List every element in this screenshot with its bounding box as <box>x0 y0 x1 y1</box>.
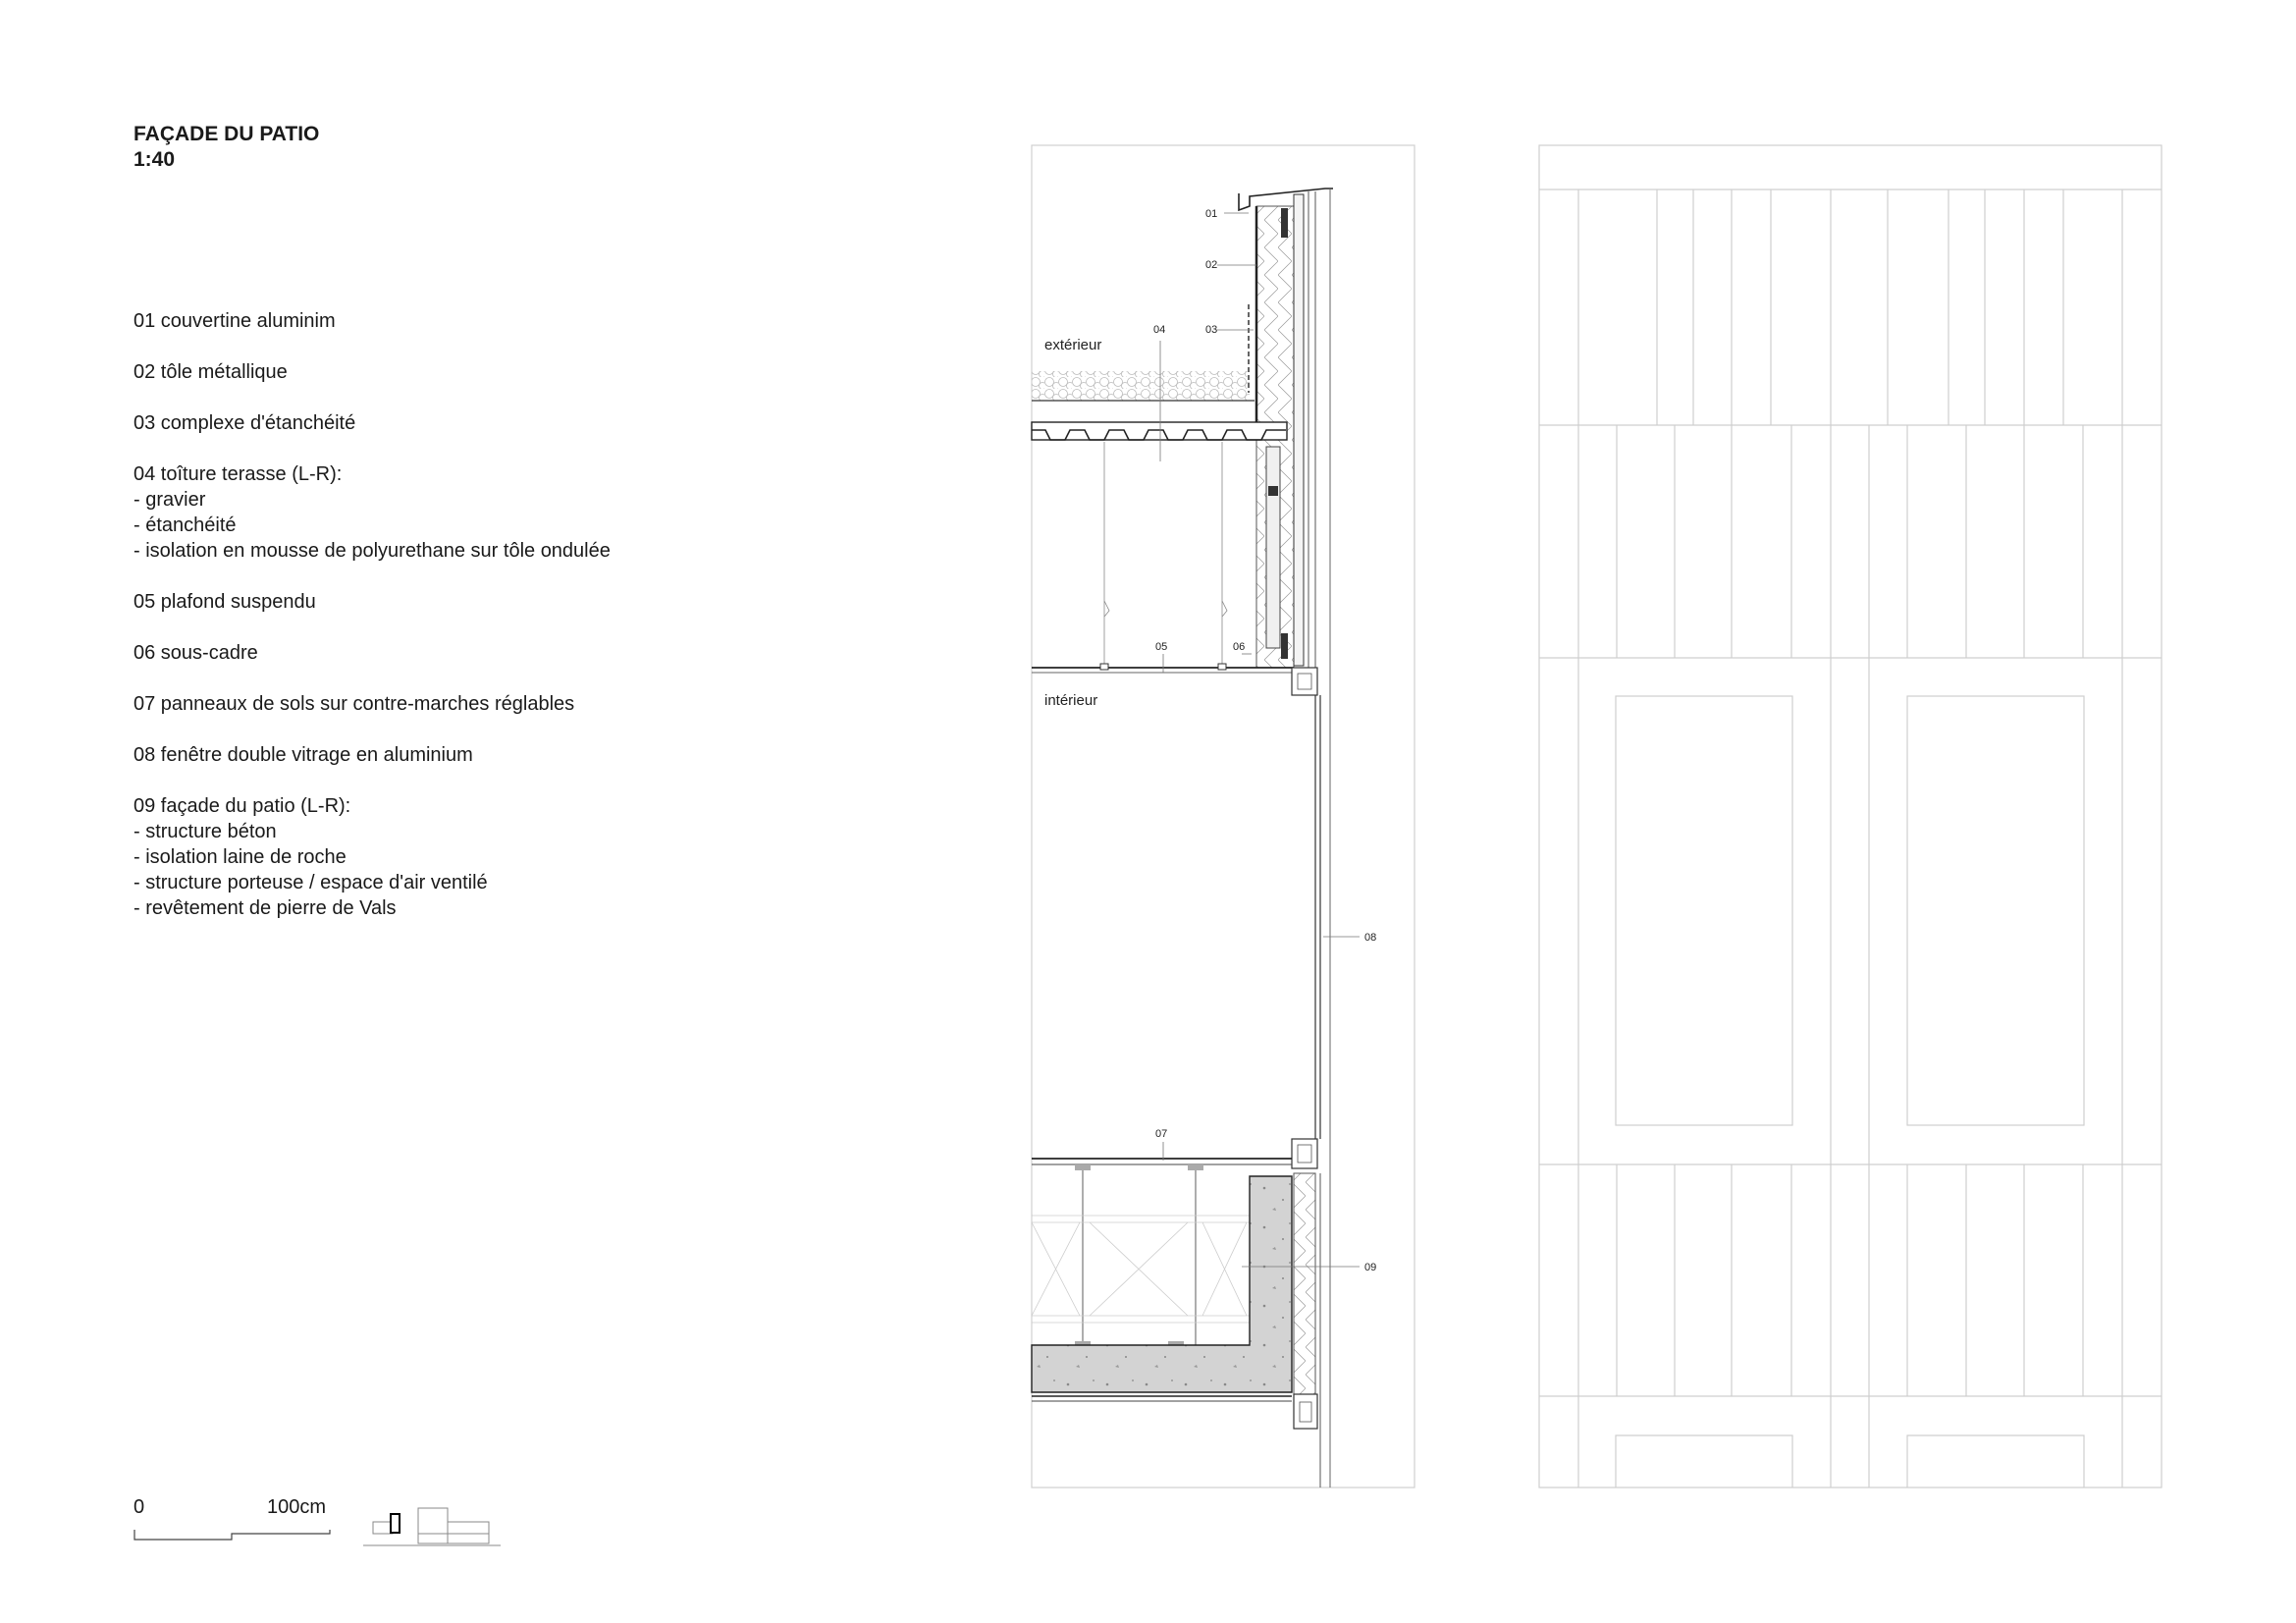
legend-line: 09 façade du patio (L-R): <box>133 795 351 817</box>
callout-04: 04 <box>1153 324 1165 336</box>
callout-02: 02 <box>1205 259 1217 271</box>
legend: 01 couvertine aluminim 02 tôle métallique… <box>133 308 1017 947</box>
callout-09: 09 <box>1364 1262 1376 1273</box>
legend-line: 01 couvertine aluminim <box>133 310 336 332</box>
window-frame <box>1291 667 1321 1169</box>
legend-line: 07 panneaux de sols sur contre-marches r… <box>133 693 575 715</box>
callout-05: 05 <box>1155 641 1167 653</box>
legend-item-9: 09 façade du patio (L-R): - structure bét… <box>133 793 1017 921</box>
callout-06: 06 <box>1233 641 1245 653</box>
scale-text: 1:40 <box>133 148 176 171</box>
legend-line: - étanchéité <box>133 514 237 536</box>
concrete-slab <box>1031 1175 1293 1393</box>
legend-line: 06 sous-cadre <box>133 642 258 664</box>
legend-line: 05 plafond suspendu <box>133 591 316 613</box>
raised-floor <box>1031 1158 1292 1347</box>
legend-item-7: 07 panneaux de sols sur contre-marches r… <box>133 691 1017 717</box>
scale-bar-graphic <box>133 1530 331 1541</box>
elevation-frame <box>1538 144 2163 1488</box>
legend-item-8: 08 fenêtre double vitrage en aluminium <box>133 742 1017 768</box>
callout-01: 01 <box>1205 208 1217 220</box>
legend-line: - structure porteuse / espace d'air vent… <box>133 872 488 893</box>
legend-line: 04 toîture terasse (L-R): <box>133 463 343 485</box>
roof-build-up <box>1031 371 1288 649</box>
legend-line: - gravier <box>133 489 206 511</box>
legend-line: - isolation en mousse de polyurethane su… <box>133 540 611 562</box>
legend-item-4: 04 toîture terasse (L-R): - gravier - étan… <box>133 461 1017 564</box>
lower-wall <box>1293 1172 1321 1488</box>
legend-line: - structure béton <box>133 821 277 842</box>
legend-line: - revêtement de pierre de Vals <box>133 897 397 919</box>
legend-item-1: 01 couvertine aluminim <box>133 308 1017 334</box>
scale-start-label: 0 <box>133 1496 145 1518</box>
callout-leaders <box>1159 212 1360 1268</box>
section-frame <box>1031 144 1415 1488</box>
legend-line: 02 tôle métallique <box>133 361 288 383</box>
coping-outline <box>1238 188 1333 212</box>
legend-item-3: 03 complexe d'étanchéité <box>133 410 1017 436</box>
interior-label: intérieur <box>1044 692 1097 709</box>
legend-line: 08 fenêtre double vitrage en aluminium <box>133 744 473 766</box>
legend-item-5: 05 plafond suspendu <box>133 589 1017 615</box>
suspended-ceiling <box>1032 442 1294 674</box>
exterior-label: extérieur <box>1044 337 1101 353</box>
title-text: FAÇADE DU PATIO <box>133 123 320 145</box>
legend-line: 03 complexe d'étanchéité <box>133 412 356 434</box>
scale-bar: 0 100cm <box>133 1496 507 1555</box>
legend-item-2: 02 tôle métallique <box>133 359 1017 385</box>
callout-07: 07 <box>1155 1128 1167 1140</box>
upper-wall <box>1248 189 1331 1488</box>
legend-line: - isolation laine de roche <box>133 846 347 868</box>
callout-08: 08 <box>1364 932 1376 944</box>
callout-03: 03 <box>1205 324 1217 336</box>
legend-item-6: 06 sous-cadre <box>133 640 1017 666</box>
drawing-title: FAÇADE DU PATIO 1:40 <box>133 122 319 173</box>
scale-end-label: 100cm <box>267 1496 327 1518</box>
key-plan-icon <box>363 1507 501 1546</box>
